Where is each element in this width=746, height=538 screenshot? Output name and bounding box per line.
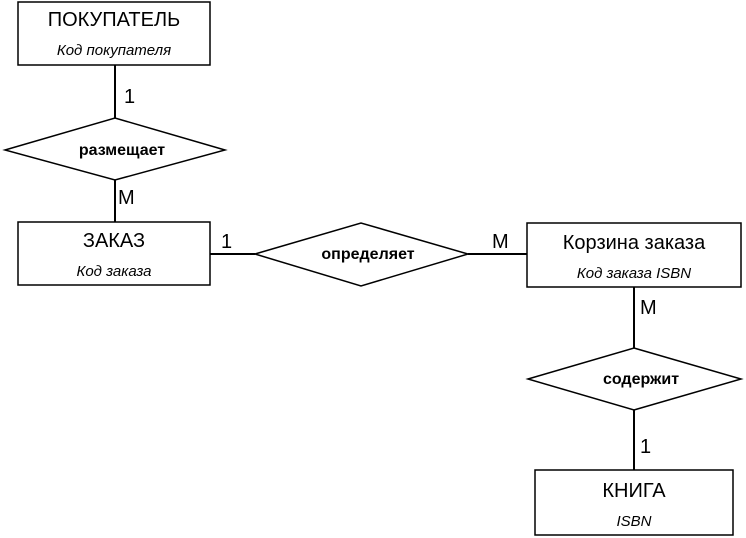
entity-book-box	[534, 469, 734, 536]
entity-cart: Корзина заказа Код заказа ISBN	[526, 222, 742, 288]
entity-order-box	[17, 221, 211, 286]
entity-order-name: ЗАКАЗ	[83, 230, 145, 252]
relationship-contains-label: содержит	[603, 371, 679, 388]
relationship-places-label: размещает	[79, 142, 165, 159]
entity-customer: ПОКУПАТЕЛЬ Код покупателя	[17, 1, 211, 66]
relationship-defines-label: определяет	[321, 246, 414, 263]
relationship-places: размещает	[2, 117, 228, 181]
entity-customer-key: Код покупателя	[57, 42, 171, 59]
relationship-places-diamond	[2, 117, 228, 181]
cardinality-cart-contains: M	[640, 297, 657, 319]
entity-customer-name: ПОКУПАТЕЛЬ	[48, 9, 180, 31]
entity-order-key: Код заказа	[76, 263, 151, 280]
cardinality-order-defines: 1	[221, 231, 232, 253]
cardinality-places-order: M	[118, 187, 135, 209]
entity-cart-name: Корзина заказа	[563, 232, 706, 254]
entity-book: КНИГА ISBN	[534, 469, 734, 536]
entity-customer-box	[17, 1, 211, 66]
cardinality-defines-cart: M	[492, 231, 509, 253]
cardinality-customer-places: 1	[124, 86, 135, 108]
entity-book-key: ISBN	[616, 513, 651, 530]
entity-cart-box	[526, 222, 742, 288]
relationship-contains: содержит	[525, 347, 744, 411]
entity-cart-key: Код заказа ISBN	[577, 265, 691, 282]
cardinality-contains-book: 1	[640, 436, 651, 458]
relationship-contains-diamond	[525, 347, 744, 411]
relationship-defines: определяет	[252, 222, 471, 287]
entity-order: ЗАКАЗ Код заказа	[17, 221, 211, 286]
entity-book-name: КНИГА	[602, 480, 666, 502]
relationship-defines-diamond	[252, 222, 471, 287]
